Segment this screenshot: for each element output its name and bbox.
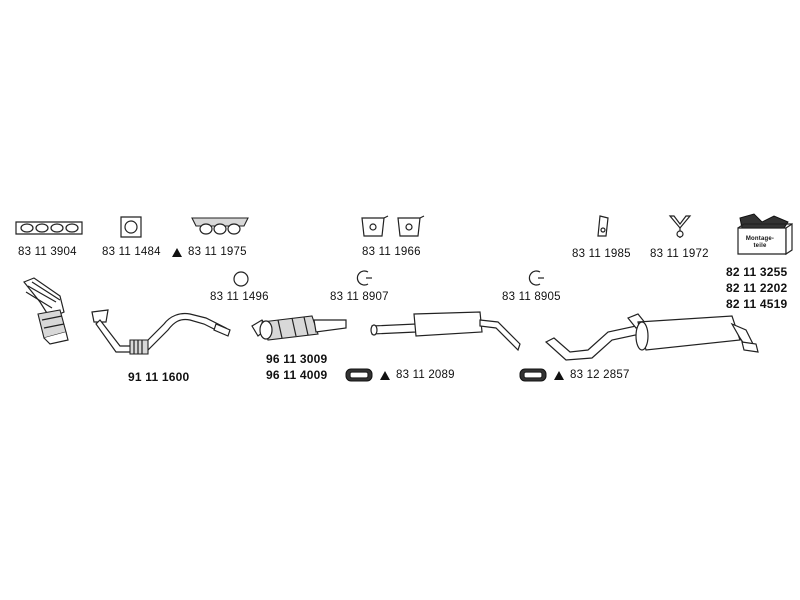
part-number-label: 83 11 1985: [572, 248, 631, 260]
middle-silencer-icon: [370, 311, 521, 352]
part-number-label: 83 11 8907: [330, 291, 389, 303]
front-pipe-icon: [91, 309, 231, 355]
clamp-icon: [345, 368, 373, 382]
part-number-label: 83 11 1496: [210, 291, 269, 303]
catalytic-converter-icon: [251, 315, 347, 341]
heat-shield-icon: [191, 217, 249, 235]
clamp-icon: [519, 368, 547, 382]
part-number-label: 83 12 2857: [570, 369, 630, 381]
part-number-label: 83 11 3904: [18, 246, 77, 258]
exhaust-manifold-icon: [23, 277, 69, 345]
part-number-label: 83 11 1972: [650, 248, 709, 260]
part-number-label: 83 11 2089: [396, 369, 455, 381]
ring-gasket-icon: [233, 271, 249, 287]
manifold-gasket-icon: [15, 221, 83, 235]
warning-triangle-icon: [380, 371, 390, 380]
part-number-label: 96 11 3009: [266, 352, 328, 366]
flange-gasket-icon: [120, 216, 142, 238]
mount-icon: [361, 215, 425, 237]
part-number-label: 83 11 1975: [188, 246, 247, 258]
clip-icon: [528, 270, 544, 286]
part-number-label: 83 11 8905: [502, 291, 561, 303]
part-number-label: 82 11 2202: [726, 281, 788, 295]
warning-triangle-icon: [554, 371, 564, 380]
rear-silencer-icon: [544, 313, 759, 361]
mounting-kit-box-icon: [737, 213, 793, 256]
part-number-label: 83 11 1484: [102, 246, 161, 258]
part-number-label: 82 11 4519: [726, 297, 788, 311]
part-number-label: 96 11 4009: [266, 368, 328, 382]
clip-icon: [356, 270, 372, 286]
part-number-label: 91 11 1600: [128, 370, 190, 384]
warning-triangle-icon: [172, 248, 182, 257]
kit-box-label: Montage-teile: [745, 236, 775, 249]
part-number-label: 83 11 1966: [362, 246, 421, 258]
part-number-label: 82 11 3255: [726, 265, 788, 279]
hanger-icon: [668, 215, 692, 238]
bracket-icon: [597, 215, 609, 237]
